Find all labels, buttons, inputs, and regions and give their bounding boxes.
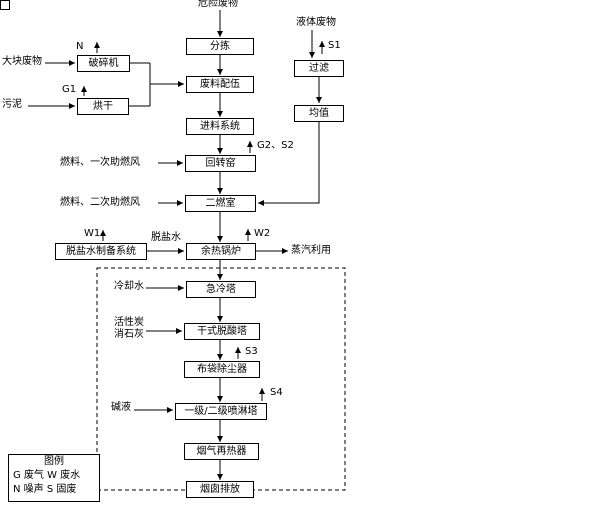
node-quench-tower: 急冷塔 xyxy=(186,281,256,298)
label-activated-carbon: 活性炭 xyxy=(114,317,144,328)
scan-artifact xyxy=(0,0,10,10)
label-bulky-waste: 大块废物 xyxy=(2,56,42,67)
legend-box: 图例 G 废气 W 废水 N 噪声 S 固废 xyxy=(8,454,100,502)
node-secondary-combustion: 二燃室 xyxy=(185,195,256,212)
node-sorting: 分拣 xyxy=(186,38,254,55)
node-waste-heat-boiler: 余热锅炉 xyxy=(186,243,256,260)
node-crusher: 破碎机 xyxy=(77,55,130,72)
emission-arrows xyxy=(81,41,325,401)
node-equalization: 均值 xyxy=(294,105,344,122)
label-sludge: 污泥 xyxy=(2,99,22,110)
legend-row-gas-water: G 废气 W 废水 xyxy=(13,470,81,481)
label-fuel-primary-air: 燃料、一次助燃风 xyxy=(60,157,140,168)
node-flue-gas-reheater: 烟气再热器 xyxy=(184,443,259,460)
node-spray-tower: 一级/二级喷淋塔 xyxy=(175,403,267,420)
node-waste-blending: 废料配伍 xyxy=(186,76,254,93)
label-steam-use: 蒸汽利用 xyxy=(291,245,331,256)
node-stack-discharge: 烟囱排放 xyxy=(186,481,254,498)
emission-tag-s4: S4 xyxy=(270,387,283,398)
emission-tag-w1: W1 xyxy=(84,228,101,239)
label-demin-water: 脱盐水 xyxy=(151,232,181,243)
node-demin-water-system: 脱盐水制备系统 xyxy=(55,243,147,260)
label-slaked-lime: 消石灰 xyxy=(114,329,144,340)
label-cooling-water: 冷却水 xyxy=(114,281,144,292)
emission-tag-g1: G1 xyxy=(62,84,77,95)
label-hazardous-waste: 危险废物 xyxy=(198,0,238,9)
node-dryer: 烘干 xyxy=(77,98,129,115)
label-fuel-secondary-air: 燃料、二次助燃风 xyxy=(60,197,140,208)
emission-tag-n: N xyxy=(76,41,84,52)
emission-tag-s3: S3 xyxy=(245,346,258,357)
legend-row-noise-solid: N 噪声 S 固废 xyxy=(13,484,77,495)
node-rotary-kiln: 回转窑 xyxy=(185,155,256,172)
emission-tag-w2: W2 xyxy=(254,228,271,239)
emission-tag-s1: S1 xyxy=(328,40,341,51)
node-dry-deacid-tower: 干式脱酸塔 xyxy=(184,323,260,340)
node-filtration: 过滤 xyxy=(294,60,344,77)
label-alkali-liquor: 碱液 xyxy=(111,402,131,413)
label-liquid-waste: 液体废物 xyxy=(296,17,336,28)
legend-title: 图例 xyxy=(44,456,64,467)
node-bag-filter: 布袋除尘器 xyxy=(184,361,260,378)
node-feeding-system: 进料系统 xyxy=(186,118,254,135)
emission-tag-g2s2: G2、S2 xyxy=(257,140,294,151)
